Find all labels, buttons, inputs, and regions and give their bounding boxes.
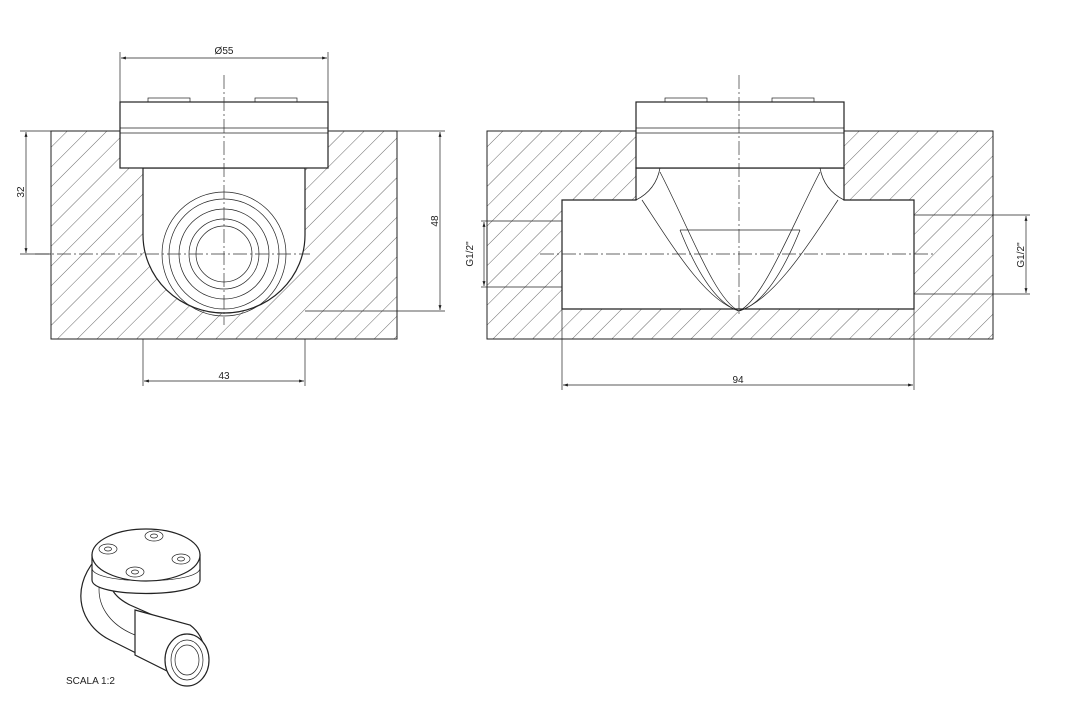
iso-screw-2	[144, 530, 164, 542]
iso-screw-4	[125, 566, 145, 578]
side-cap	[635, 101, 845, 169]
front-dimensions: Ø55 32 48 43	[16, 46, 445, 386]
isometric-view	[80, 528, 210, 687]
dim-height-32: 32	[16, 186, 27, 198]
scale-label: SCALA 1:2	[66, 676, 115, 687]
iso-cap-top	[91, 528, 201, 582]
iso-screw-1	[98, 543, 118, 555]
dim-width-94: 94	[732, 375, 744, 386]
side-dimensions: G1/2" G1/2" 94	[465, 214, 1030, 390]
iso-screw-3	[171, 553, 191, 565]
dim-height-48: 48	[430, 215, 441, 227]
front-view	[35, 75, 398, 340]
dim-width-43: 43	[218, 371, 230, 382]
side-view	[486, 75, 994, 340]
dim-diameter-55: Ø55	[215, 46, 234, 57]
dim-thread-right: G1/2"	[1016, 242, 1027, 268]
dim-thread-left: G1/2"	[465, 241, 476, 267]
iso-pipe-end	[164, 633, 210, 687]
